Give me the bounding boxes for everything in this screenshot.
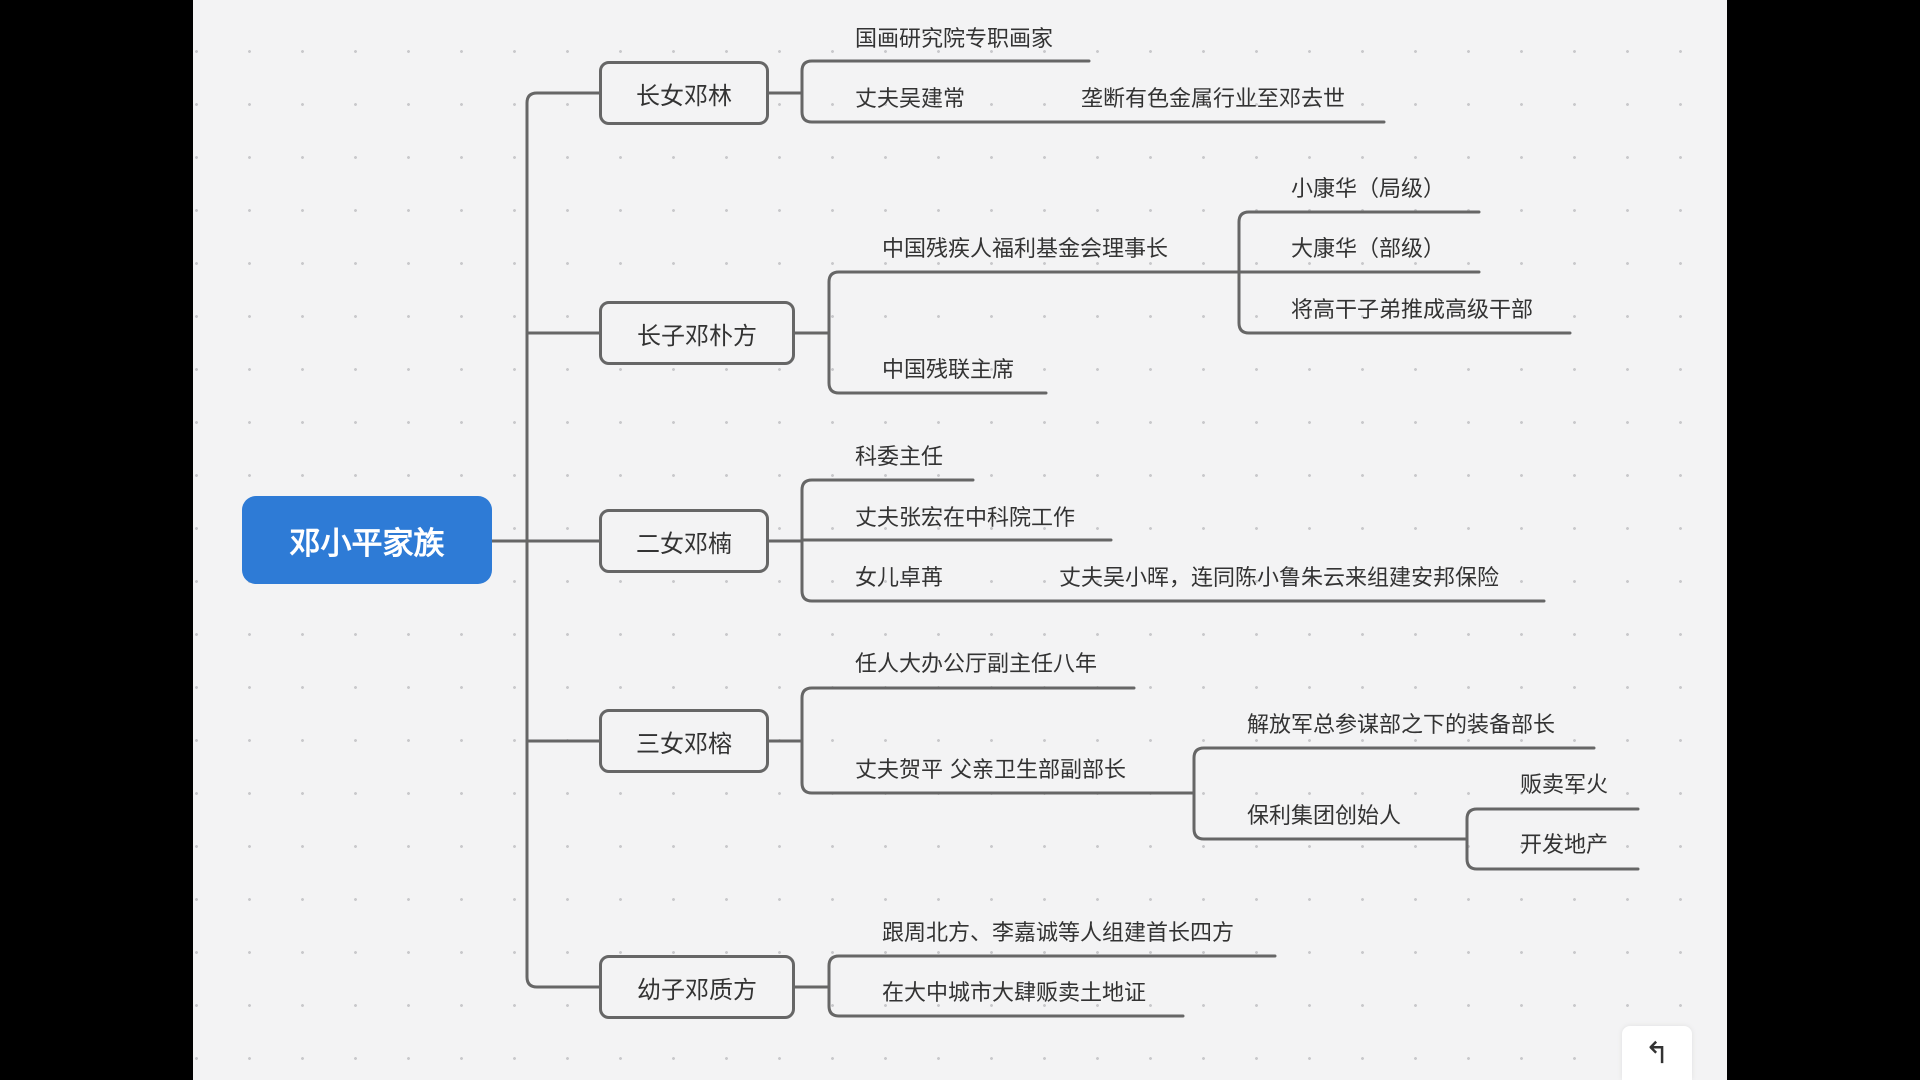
topic[interactable]: 贩卖军火 — [1520, 773, 1609, 798]
topic[interactable]: 中国残联主席 — [882, 358, 1015, 383]
topic[interactable]: 中国残疾人福利基金会理事长 — [882, 237, 1169, 262]
topic[interactable]: 在大中城市大肆贩卖土地证 — [882, 981, 1147, 1006]
undo-icon: ↰ — [1644, 1035, 1670, 1071]
node-third-daughter[interactable]: 三女邓榕 — [599, 709, 769, 773]
node-eldest-son[interactable]: 长子邓朴方 — [599, 301, 795, 365]
topic[interactable]: 丈夫吴建常 — [855, 87, 966, 112]
topic[interactable]: 开发地产 — [1520, 833, 1609, 858]
topic[interactable]: 跟周北方、李嘉诚等人组建首长四方 — [882, 921, 1235, 946]
node-second-daughter[interactable]: 二女邓楠 — [599, 509, 769, 573]
topic[interactable]: 垄断有色金属行业至邓去世 — [1081, 87, 1346, 112]
node-youngest-son[interactable]: 幼子邓质方 — [599, 955, 795, 1019]
undo-button[interactable]: ↰ — [1622, 1026, 1692, 1080]
topic[interactable]: 丈夫吴小晖，连同陈小鲁朱云来组建安邦保险 — [1059, 566, 1500, 591]
topic[interactable]: 任人大办公厅副主任八年 — [855, 652, 1098, 677]
topic[interactable]: 大康华（部级） — [1291, 237, 1446, 262]
topic[interactable]: 解放军总参谋部之下的装备部长 — [1247, 713, 1556, 738]
topic[interactable]: 丈夫张宏在中科院工作 — [855, 506, 1076, 531]
topic[interactable]: 国画研究院专职画家 — [855, 27, 1054, 52]
root-node[interactable]: 邓小平家族 — [242, 496, 492, 584]
topic[interactable]: 小康华（局级） — [1291, 177, 1446, 202]
node-eldest-daughter[interactable]: 长女邓林 — [599, 61, 769, 125]
topic[interactable]: 丈夫贺平 父亲卫生部副部长 — [855, 758, 1126, 783]
topic[interactable]: 保利集团创始人 — [1247, 804, 1402, 829]
topic[interactable]: 将高干子弟推成高级干部 — [1291, 298, 1534, 323]
topic[interactable]: 科委主任 — [855, 445, 944, 470]
topic[interactable]: 女儿卓苒 — [855, 566, 944, 591]
